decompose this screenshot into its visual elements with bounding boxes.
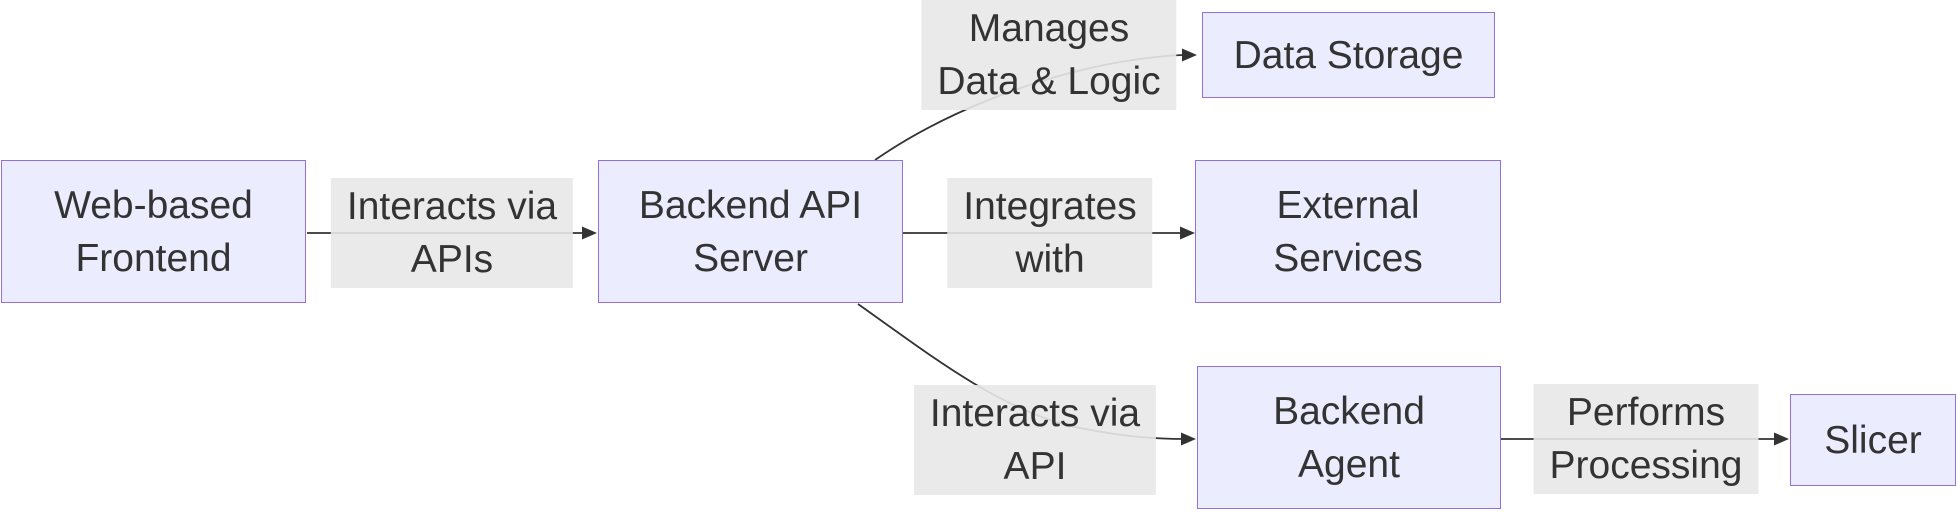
node-label-line: Services [1273, 236, 1423, 280]
node-backend-agent: Backend Agent [1197, 366, 1501, 509]
edge-label-integrates-with: Integrates with [947, 178, 1153, 288]
node-label-line: Backend [1273, 389, 1425, 433]
node-data-storage: Data Storage [1202, 12, 1495, 98]
edge-label-line: Interacts via [346, 185, 558, 228]
edge-label-line: Integrates [963, 185, 1137, 228]
node-label-line: Slicer [1824, 418, 1922, 462]
arrowhead-frontend-to-backend [582, 226, 597, 240]
node-label-line: Web-based [54, 183, 253, 227]
edge-label-performs-processing: Performs Processing [1533, 384, 1759, 494]
node-label-line: Frontend [75, 236, 232, 280]
arrowhead-backend-to-backend-agent [1181, 432, 1196, 446]
node-external-services: External Services [1195, 160, 1501, 303]
edge-label-line: Data & Logic [937, 60, 1161, 103]
edge-label-interacts-via-api: Interacts via API [913, 385, 1157, 495]
node-slicer: Slicer [1790, 394, 1956, 486]
edge-label-line: APIs [410, 238, 494, 281]
node-label-line: Backend API [638, 183, 863, 227]
edge-label-line: Processing [1549, 444, 1743, 487]
edge-label-line: API [1003, 445, 1067, 488]
edge-label-manages-data-logic: Manages Data & Logic [921, 0, 1177, 110]
arrowhead-backend-to-external-services [1180, 226, 1195, 240]
node-label-line: Agent [1298, 442, 1400, 486]
edge-label-interacts-via-apis: Interacts via APIs [330, 178, 574, 288]
node-label-line: Server [693, 236, 808, 280]
arrowhead-backend-to-data-storage [1182, 48, 1197, 62]
node-label-line: External [1276, 183, 1420, 227]
edge-label-line: with [1015, 238, 1085, 281]
node-backend-api-server: Backend API Server [598, 160, 903, 303]
node-web-based-frontend: Web-based Frontend [1, 160, 306, 303]
edge-label-line: Interacts via [929, 392, 1141, 435]
node-label-line: Data Storage [1233, 33, 1464, 77]
edge-label-line: Manages [968, 7, 1130, 50]
edge-label-line: Performs [1566, 391, 1726, 434]
arrowhead-backend-agent-to-slicer [1774, 432, 1789, 446]
